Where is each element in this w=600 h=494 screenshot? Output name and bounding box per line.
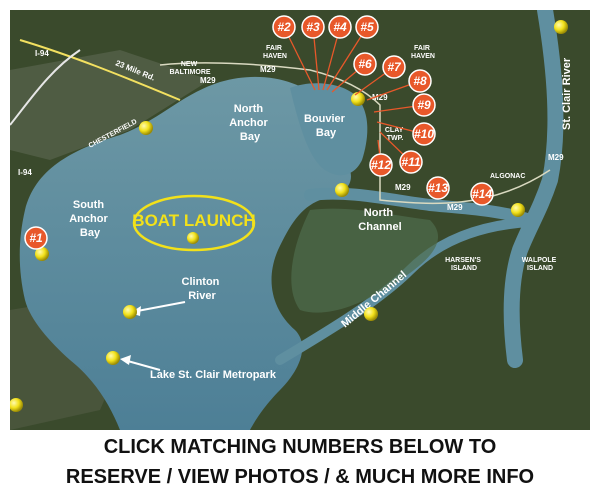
marker-14[interactable]: #14 [470, 182, 494, 206]
road-m29 [159, 62, 551, 205]
marker-label[interactable]: #11 [401, 155, 420, 169]
caption: CLICK MATCHING NUMBERS BELOW TO RESERVE … [0, 432, 600, 492]
location-ball [351, 92, 365, 106]
location-ball [35, 247, 49, 261]
location-ball [10, 398, 23, 412]
road-i94-label: I-94 [18, 168, 32, 177]
new-baltimore-label: NEW BALTIMORE [169, 61, 210, 76]
marker-7[interactable]: #7 [382, 55, 406, 79]
marker-10[interactable]: #10 [412, 122, 436, 146]
river-water [503, 10, 564, 368]
marker-13[interactable]: #13 [426, 176, 450, 200]
south-anchor-bay-label: South Anchor Bay [69, 199, 111, 239]
marker-circle[interactable] [24, 226, 48, 250]
road-m29-label: M29 [200, 76, 216, 85]
marker-circle[interactable] [408, 69, 432, 93]
marker-circle[interactable] [353, 52, 377, 76]
boat-launch-label: BOAT LAUNCH [132, 211, 255, 230]
marker-label[interactable]: #13 [428, 181, 448, 195]
location-ball [364, 307, 378, 321]
marker-circle[interactable] [470, 182, 494, 206]
st-clair-river-label: St. Clair River [561, 57, 573, 130]
location-ball [335, 183, 349, 197]
marker-circle[interactable] [399, 150, 423, 174]
lake-water [19, 76, 351, 430]
map-canvas: North Anchor Bay South Anchor Bay Bouvie… [10, 10, 590, 430]
road-m29-label: M29 [395, 183, 411, 192]
marker-circle[interactable] [272, 15, 296, 39]
marker-4[interactable]: #4 [328, 15, 352, 39]
marker-11[interactable]: #11 [399, 150, 423, 174]
location-ball [511, 203, 525, 217]
delta-shallows [291, 208, 439, 313]
metropark-label: Lake St. Clair Metropark [150, 369, 277, 381]
road-i94-label: I-94 [35, 49, 49, 58]
bay-water [290, 83, 368, 176]
markers[interactable]: #1 #2 #3 #4 #5 #6 #7 #8 #9 #10 #11 #12 #13 #14 [24, 15, 494, 250]
marker-1[interactable]: #1 [24, 226, 48, 250]
road-23-mile [19, 39, 181, 101]
marker-circle[interactable] [355, 15, 379, 39]
location-ball [106, 351, 120, 365]
marker-label[interactable]: #10 [414, 127, 434, 141]
marker-label[interactable]: #3 [306, 20, 320, 34]
map[interactable]: North Anchor Bay South Anchor Bay Bouvie… [10, 10, 590, 430]
road-m29-label: M29 [372, 93, 388, 102]
marker-circle[interactable] [412, 93, 436, 117]
clay-twp-label: CLAY TWP. [385, 127, 405, 142]
marker-label[interactable]: #5 [360, 20, 374, 34]
location-ball [139, 121, 153, 135]
marker-12[interactable]: #12 [369, 153, 393, 177]
road-m29-label: M29 [548, 153, 564, 162]
urban-area [10, 50, 210, 160]
walpole-island-label: WALPOLE ISLAND [522, 257, 559, 272]
marker-label[interactable]: #2 [277, 20, 291, 34]
marker-label[interactable]: #1 [29, 231, 43, 245]
marker-9[interactable]: #9 [412, 93, 436, 117]
caption-line-2: RESERVE / VIEW PHOTOS / & MUCH MORE INFO [65, 466, 535, 488]
marker-circle[interactable] [412, 122, 436, 146]
marker-label[interactable]: #8 [413, 74, 427, 88]
marker-label[interactable]: #4 [333, 20, 347, 34]
boat-launch-marker [187, 232, 199, 244]
marker-label[interactable]: #9 [417, 98, 431, 112]
marker-8[interactable]: #8 [408, 69, 432, 93]
marker-circle[interactable] [426, 176, 450, 200]
road-m29-label: M29 [447, 203, 463, 212]
marker-circle[interactable] [382, 55, 406, 79]
algonac-label: ALGONAC [490, 173, 525, 180]
harsens-island-label: HARSEN'S ISLAND [445, 257, 483, 272]
marker-5[interactable]: #5 [355, 15, 379, 39]
marker-label[interactable]: #12 [371, 158, 391, 172]
marker-label[interactable]: #14 [472, 187, 492, 201]
clinton-river-label: Clinton River [182, 276, 223, 302]
road-i94 [10, 49, 81, 126]
boat-launch[interactable]: BOAT LAUNCH [132, 194, 256, 252]
marker-6[interactable]: #6 [353, 52, 377, 76]
location-balls [10, 20, 568, 412]
north-anchor-bay-label: North Anchor Bay [229, 103, 271, 143]
location-ball [554, 20, 568, 34]
marker-circle[interactable] [301, 15, 325, 39]
marker-label[interactable]: #7 [387, 60, 402, 74]
marker-2[interactable]: #2 [272, 15, 296, 39]
fair-haven-label: FAIR HAVEN [411, 45, 435, 60]
marker-label[interactable]: #6 [358, 57, 372, 71]
location-ball [123, 305, 137, 319]
bouvier-bay-label: Bouvier Bay [304, 113, 348, 139]
marker-circle[interactable] [328, 15, 352, 39]
caption-line-1: CLICK MATCHING NUMBERS BELOW TO [103, 436, 497, 458]
fair-haven-label: FAIR HAVEN [263, 45, 287, 60]
marker-circle[interactable] [369, 153, 393, 177]
metropark-arrow [120, 355, 161, 371]
north-channel-label: North Channel [358, 207, 401, 233]
road-m29-label: M29 [260, 65, 276, 74]
marker-3[interactable]: #3 [301, 15, 325, 39]
